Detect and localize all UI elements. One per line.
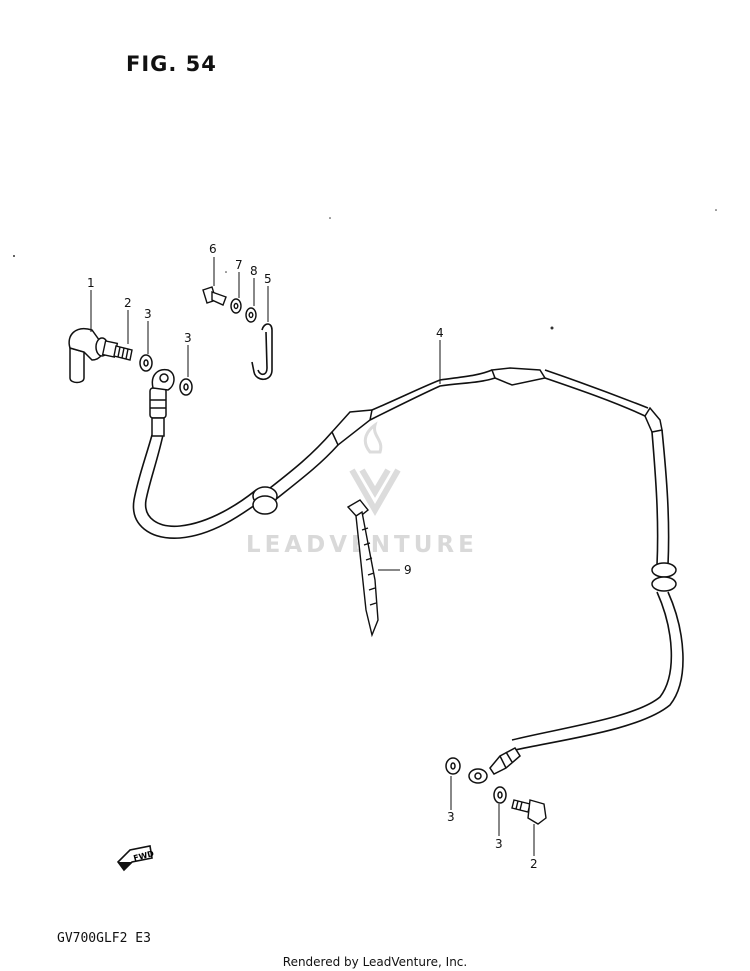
watermark-logo [349,421,401,517]
model-code: GV700GLF2 E3 [57,931,151,946]
callout-part-9: 9 [404,563,412,577]
footer-credit: Rendered by LeadVenture, Inc. [282,955,468,969]
scan-specks [13,209,717,330]
part-5-clip [251,323,273,381]
part-2-union-bolt-lower [511,799,547,825]
hose-assembly [132,369,684,751]
part-3-washers [139,354,507,804]
callout-part-2-upper: 2 [124,296,132,310]
part-1-hose-joint [68,328,109,384]
callout-part-3-upper-b: 3 [184,331,192,345]
lower-banjo-fitting [468,747,521,784]
leader-lines [90,257,535,856]
part-9-cable-tie [346,499,379,638]
part-6-bolt [202,286,227,306]
callout-part-8: 8 [250,264,258,278]
callout-part-2-lower: 2 [530,857,538,871]
upper-banjo-fitting [149,368,175,437]
figure-title: FIG. 54 [126,52,217,76]
callout-part-3-upper-a: 3 [144,307,152,321]
part-8-washer [245,307,257,323]
callout-part-6: 6 [209,242,217,256]
hose-sleeves [252,367,677,592]
callout-part-3-lower-a: 3 [447,810,455,824]
callout-part-5: 5 [264,272,272,286]
callout-part-4: 4 [436,326,444,340]
callout-part-1: 1 [87,276,95,290]
callout-part-3-lower-b: 3 [495,837,503,851]
part-7-washer [230,298,242,314]
callout-part-7: 7 [235,258,243,272]
forward-arrow-icon: FWD [116,845,155,872]
part-2-union-bolt-upper [101,340,133,361]
